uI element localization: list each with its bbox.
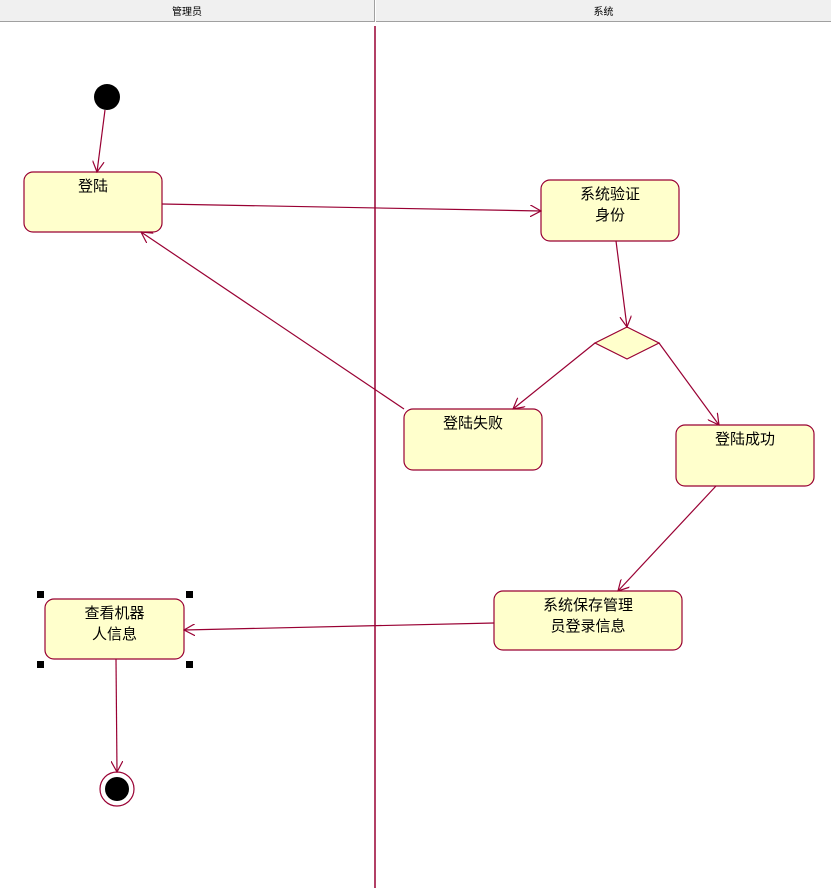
transition-decision-to-fail[interactable] <box>513 342 596 409</box>
selection-handle-bottom-left[interactable] <box>37 661 44 668</box>
swimlane-header-system[interactable]: 系统 <box>376 0 831 22</box>
lane-header-gap <box>0 22 831 26</box>
activity-save-label: 系统保存管理 员登录信息 <box>542 596 633 635</box>
transition-view-to-end[interactable] <box>116 658 117 772</box>
activity-success-label: 登陆成功 <box>714 430 775 448</box>
transition-success-to-save[interactable] <box>618 485 717 591</box>
swimlane-label-system: 系统 <box>593 7 614 18</box>
activity-view-label: 查看机器 人信息 <box>84 604 145 643</box>
selection-handle-top-left[interactable] <box>37 591 44 598</box>
transition-decision-to-success[interactable] <box>658 342 719 425</box>
transition-fail-to-login[interactable] <box>141 232 405 410</box>
activity-save-box[interactable] <box>493 590 683 651</box>
decision-node[interactable] <box>593 326 661 360</box>
activity-login-label: 登陆 <box>77 177 108 195</box>
swimlane-label-admin: 管理员 <box>172 7 202 18</box>
transition-login-to-verify[interactable] <box>161 203 541 211</box>
selection-handle-top-right[interactable] <box>186 591 193 598</box>
selection-handle-bottom-right[interactable] <box>186 661 193 668</box>
transition-start-to-login[interactable] <box>97 109 106 172</box>
activity-verify-label: 系统验证 身份 <box>579 185 640 224</box>
activity-fail-box[interactable] <box>403 408 543 471</box>
transition-save-to-view[interactable] <box>184 622 495 630</box>
initial-node[interactable] <box>94 84 120 110</box>
final-node[interactable] <box>99 771 135 807</box>
swimlane-header-admin[interactable]: 管理员 <box>0 0 375 22</box>
transition-verify-to-decision[interactable] <box>615 240 627 327</box>
activity-fail-label: 登陆失败 <box>442 414 503 432</box>
activity-success-box[interactable] <box>675 424 815 487</box>
